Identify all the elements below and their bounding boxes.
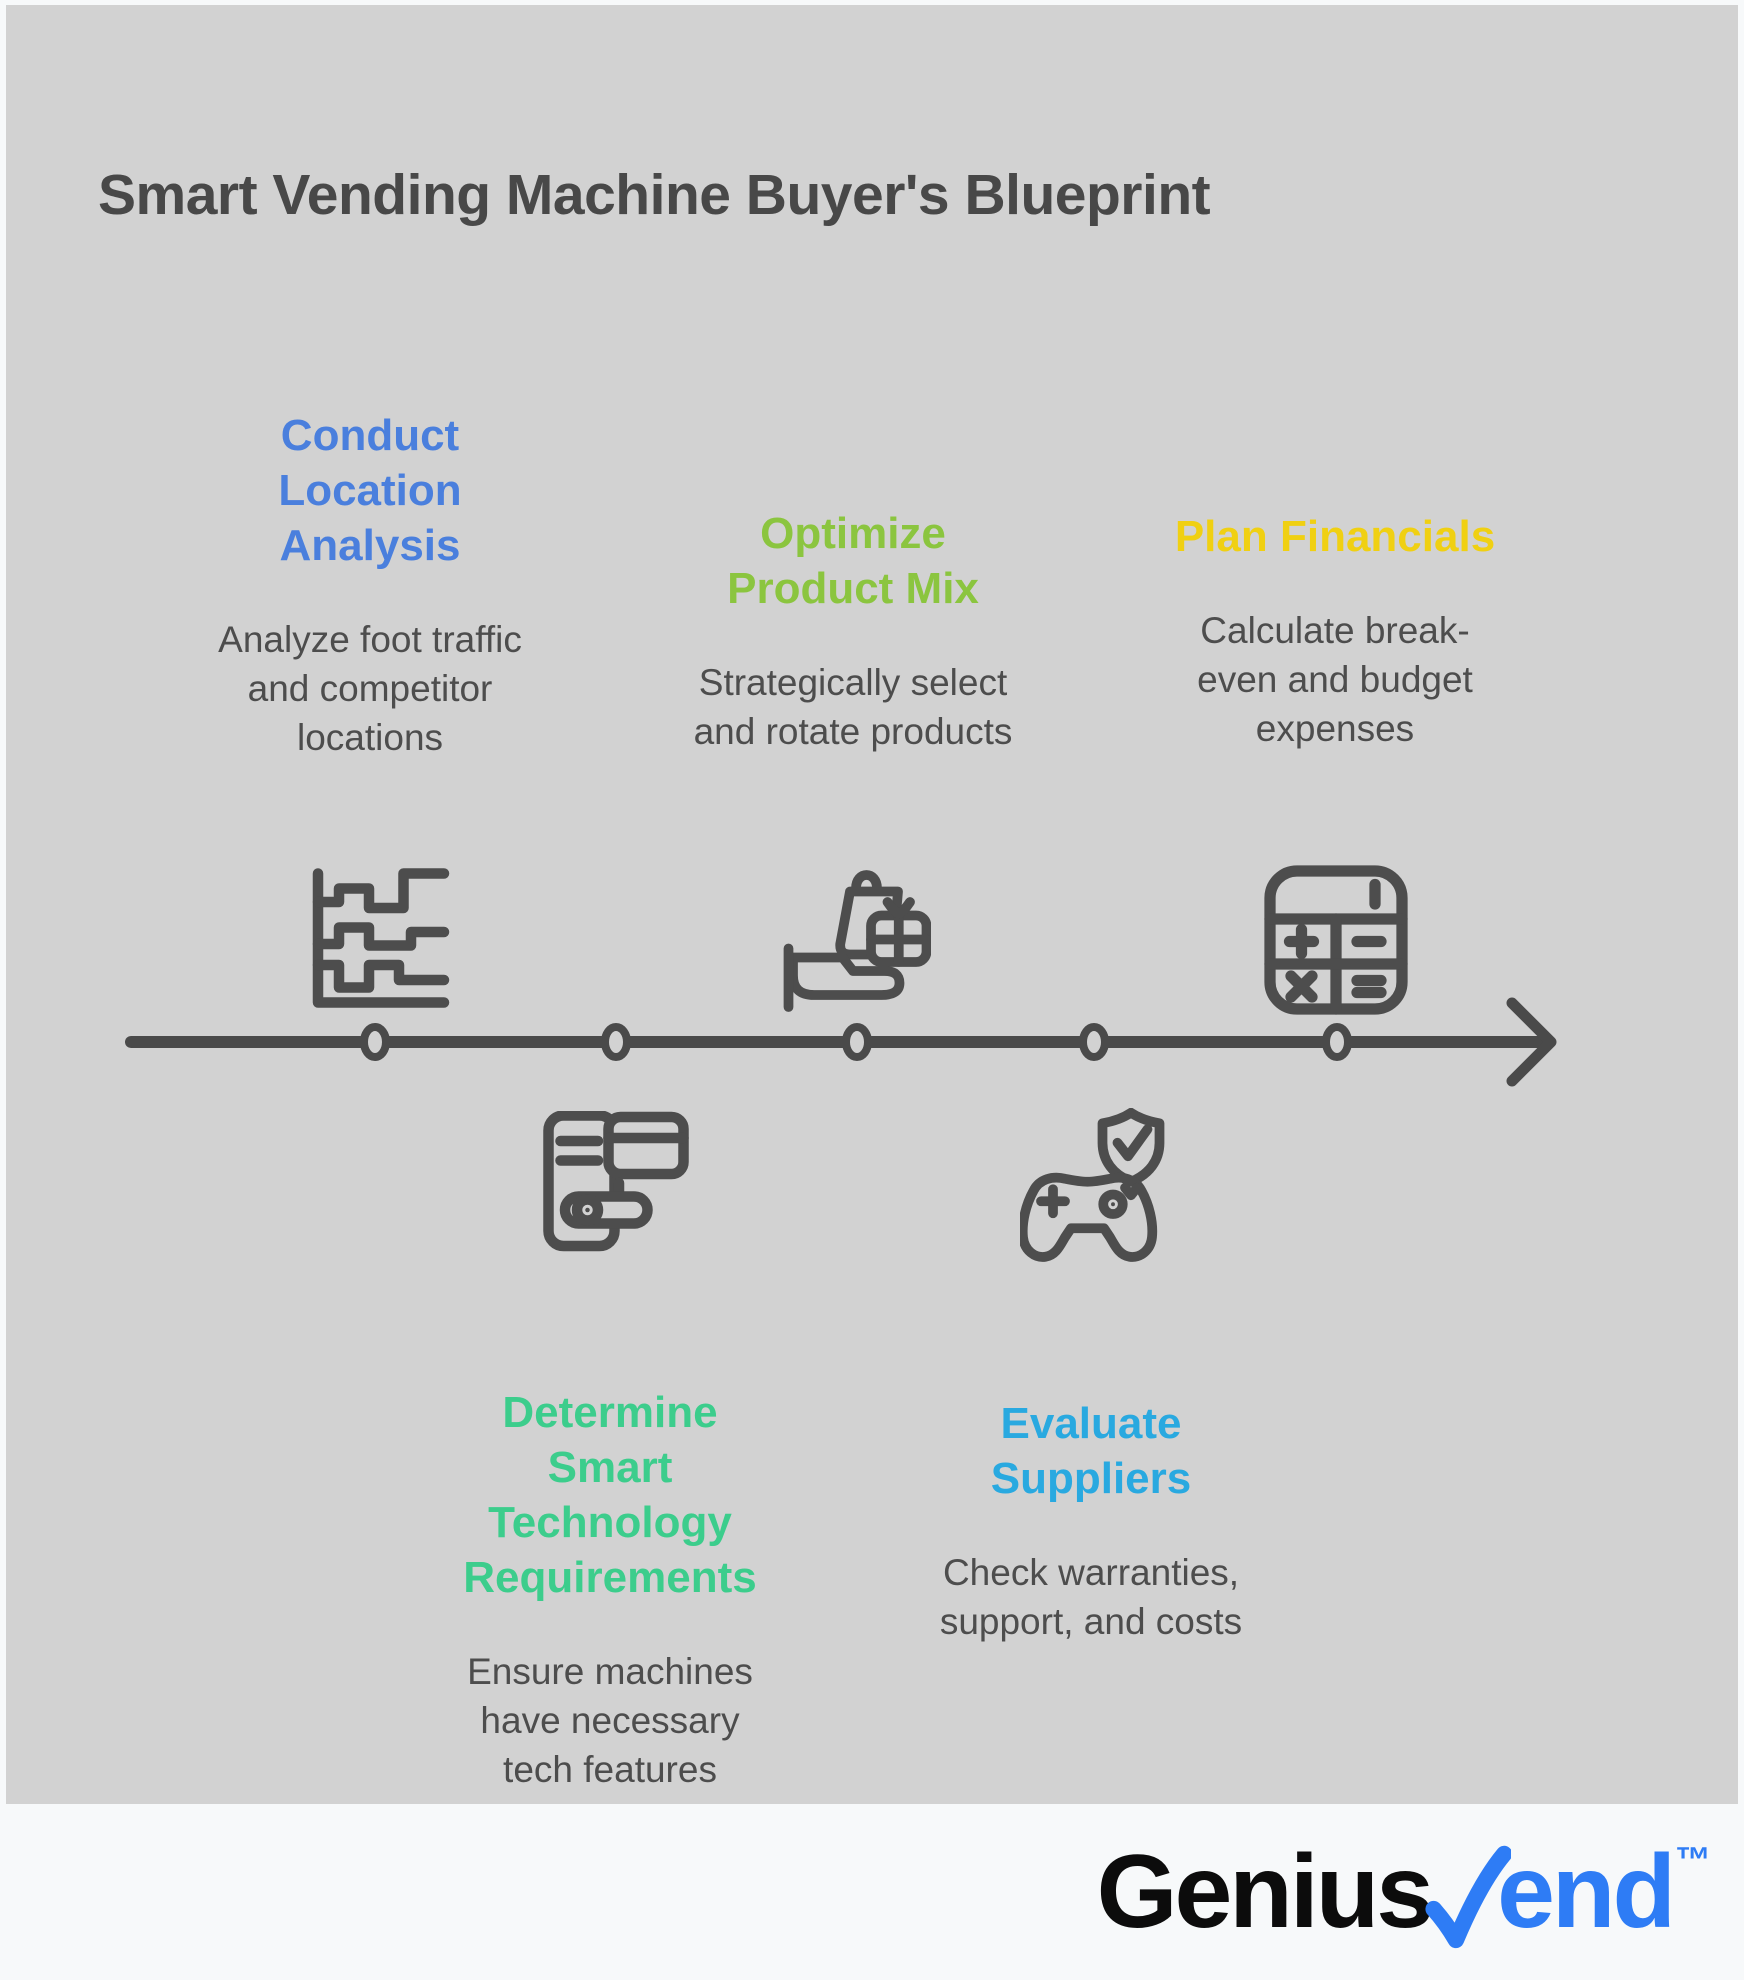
hand-gift-shopping-bag-icon: [783, 870, 931, 1012]
step-heading: Conduct Location Analysis: [160, 408, 580, 573]
heading-line: Location: [278, 466, 462, 515]
step-plan-financials: Plan Financials Calculate break- even an…: [1125, 509, 1545, 753]
desc-line: and competitor: [247, 668, 493, 709]
step-description: Ensure machines have necessary tech feat…: [400, 1647, 820, 1794]
page-title: Smart Vending Machine Buyer's Blueprint: [98, 163, 1211, 227]
timeline-node-3: [842, 1023, 872, 1061]
step-determine-smart-technology: Determine Smart Technology Requirements …: [400, 1385, 820, 1794]
desc-line: Ensure machines: [467, 1651, 753, 1692]
step-description: Strategically select and rotate products: [643, 658, 1063, 756]
timeline-node-2: [601, 1023, 631, 1061]
step-heading: Plan Financials: [1125, 509, 1545, 564]
timeline-node-1: [360, 1023, 390, 1061]
desc-line: tech features: [503, 1749, 717, 1790]
step-description: Analyze foot traffic and competitor loca…: [160, 615, 580, 762]
heading-line: Evaluate: [1000, 1399, 1182, 1448]
desc-line: and rotate products: [693, 711, 1013, 752]
step-evaluate-suppliers: Evaluate Suppliers Check warranties, sup…: [881, 1396, 1301, 1646]
desc-line: Strategically select: [698, 662, 1008, 703]
heading-line: Requirements: [463, 1553, 757, 1602]
heading-line: Smart: [547, 1443, 673, 1492]
heading-line: Determine: [502, 1388, 718, 1437]
trademark-symbol: ™: [1675, 1838, 1711, 1880]
step-heading: Determine Smart Technology Requirements: [400, 1385, 820, 1605]
step-heading: Evaluate Suppliers: [881, 1396, 1301, 1506]
content-panel: [6, 5, 1738, 1804]
desc-line: even and budget: [1197, 659, 1473, 700]
heading-line: Analysis: [279, 521, 461, 570]
timeline-node-4: [1079, 1023, 1109, 1061]
logo-text-end: end: [1497, 1833, 1676, 1950]
desc-line: support, and costs: [939, 1601, 1243, 1642]
timeline-arrow-icon: [1506, 997, 1557, 1087]
vending-machine-card-icon: [543, 1111, 689, 1252]
step-conduct-location-analysis: Conduct Location Analysis Analyze foot t…: [160, 408, 580, 762]
heading-line: Optimize: [760, 509, 946, 558]
desc-line: Check warranties,: [942, 1552, 1240, 1593]
logo-text-genius: Genius: [1096, 1833, 1435, 1950]
step-optimize-product-mix: Optimize Product Mix Strategically selec…: [643, 506, 1063, 756]
timeline-node-5: [1322, 1023, 1352, 1061]
desc-line: expenses: [1255, 708, 1415, 749]
step-description: Calculate break- even and budget expense…: [1125, 606, 1545, 753]
step-heading: Optimize Product Mix: [643, 506, 1063, 616]
desc-line: have necessary: [480, 1700, 740, 1741]
heading-line: Product Mix: [727, 564, 979, 613]
footer: Genius end ™: [0, 1804, 1744, 1980]
desc-line: Analyze foot traffic: [218, 619, 522, 660]
step-description: Check warranties, support, and costs: [881, 1548, 1301, 1646]
step-area-chart-icon: [312, 868, 450, 1008]
heading-line: Suppliers: [990, 1454, 1192, 1503]
calculator-icon: [1264, 865, 1408, 1015]
gamepad-shield-check-icon: [1020, 1108, 1165, 1262]
desc-line: Calculate break-: [1200, 610, 1470, 651]
heading-line: Plan Financials: [1174, 512, 1496, 561]
geniusvend-logo: Genius end ™: [1097, 1833, 1711, 1952]
desc-line: locations: [296, 717, 444, 758]
heading-line: Conduct: [280, 411, 460, 460]
checkmark-icon: [1425, 1845, 1512, 1948]
heading-line: Technology: [488, 1498, 732, 1547]
